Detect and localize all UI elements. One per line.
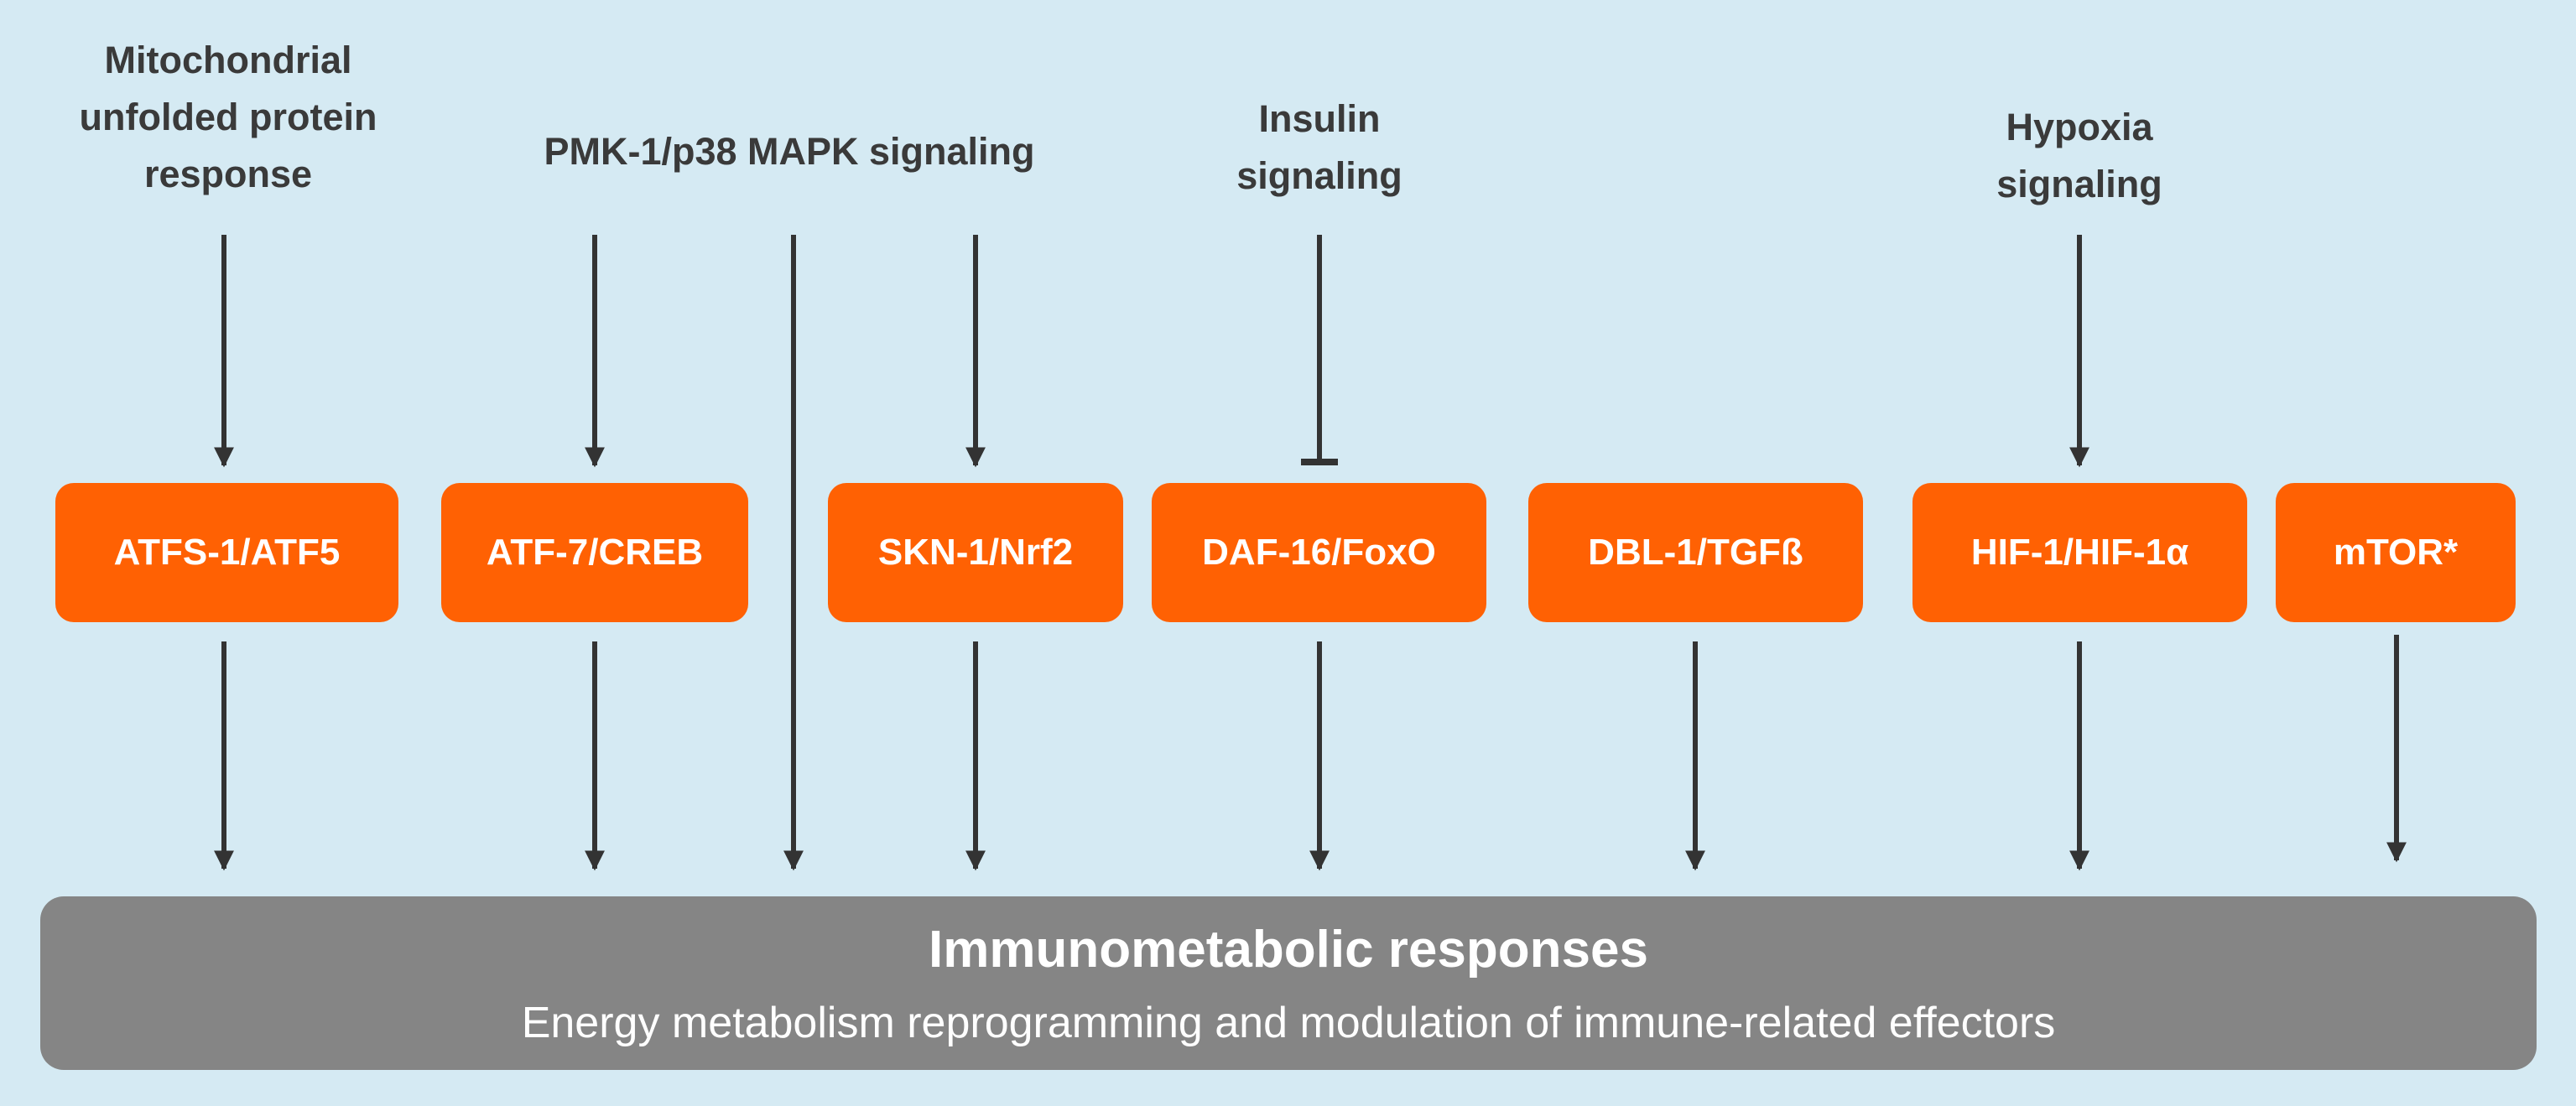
node-skn1: SKN-1/Nrf2 xyxy=(828,483,1123,622)
node-atf7: ATF-7/CREB xyxy=(441,483,748,622)
header-pmk1: PMK-1/p38 MAPK signaling xyxy=(544,130,1035,173)
node-hif1: HIF-1/HIF-1α xyxy=(1912,483,2247,622)
outcome-box: Immunometabolic responses Energy metabol… xyxy=(40,896,2537,1070)
node-daf16: DAF-16/FoxO xyxy=(1152,483,1486,622)
outcome-title: Immunometabolic responses xyxy=(929,921,1648,979)
node-dbl1: DBL-1/TGFß xyxy=(1528,483,1863,622)
header-insulin: Insulin signaling xyxy=(1236,97,1402,197)
header-hypoxia: Hypoxia signaling xyxy=(1996,106,2162,205)
outcome-subtitle: Energy metabolism reprogramming and modu… xyxy=(521,999,2056,1047)
node-mtor: mTOR* xyxy=(2276,483,2516,622)
node-atfs1: ATFS-1/ATF5 xyxy=(55,483,398,622)
header-mito-upr: Mitochondrial unfolded protein response xyxy=(79,39,377,195)
